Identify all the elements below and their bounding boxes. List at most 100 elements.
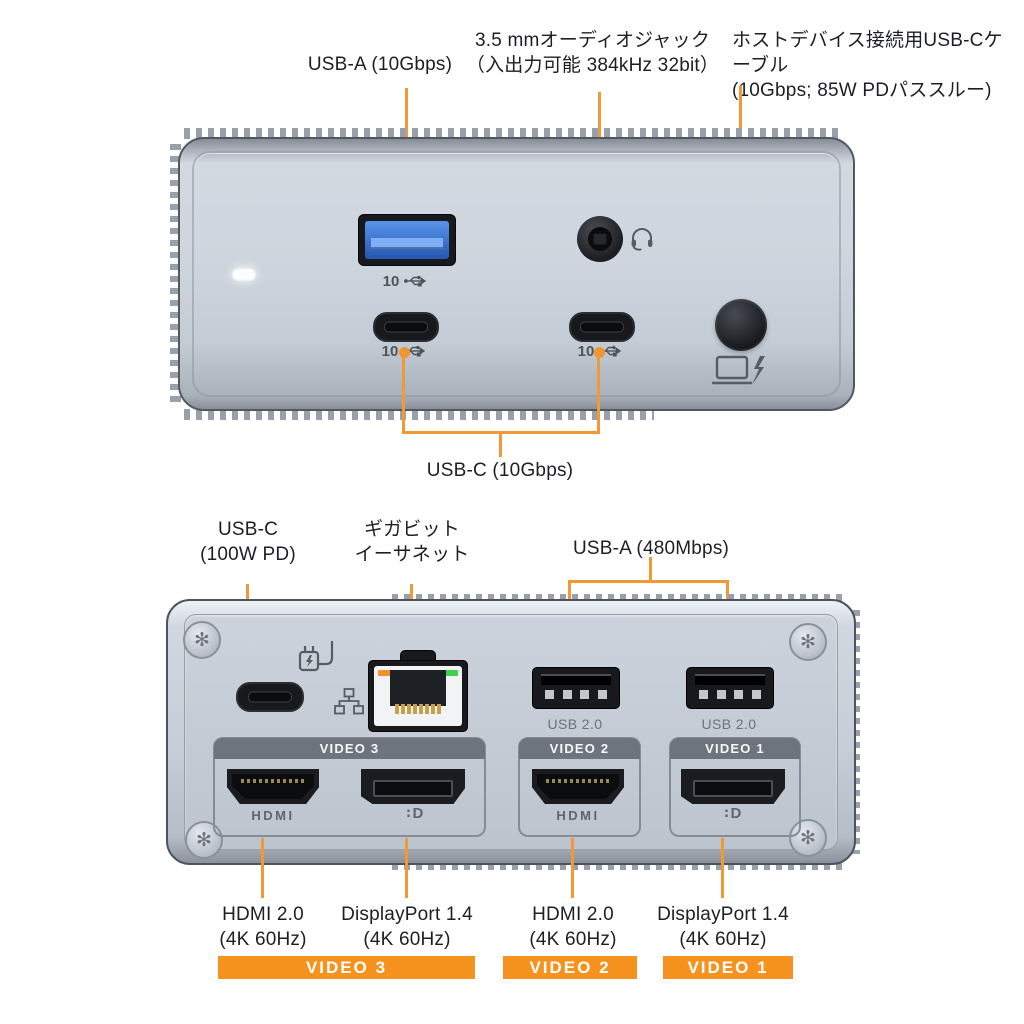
dock-front-body [178,137,855,411]
status-led [232,268,256,281]
usb-c-slot [247,691,293,703]
port-spec-line2: (4K 60Hz) [219,929,307,950]
usb-a-speed-mark: 10 [375,271,435,291]
dock-rear-body [166,599,856,865]
video-panel-1: VIDEO 1 ∶ D [669,737,801,837]
callout-host-cable: ホストデバイス接続用USB-Cケーブル (10Gbps; 85W PDパススルー… [732,28,1017,103]
leader-line-dp-video3 [405,838,408,898]
dp-recess [693,780,773,797]
callout-usb-a-rear: USB-A (480Mbps) [572,538,730,559]
usb-a-tongue [371,238,443,249]
torx-screw-top-right: ✻ [789,623,827,661]
host-cable-connector [715,299,767,351]
dp-logo-mark: ∶ [724,805,729,821]
dp-logo-letter: D [412,805,424,822]
callout-ethernet: ギガビット イーサネット [322,517,502,567]
port-spec-line2: (4K 60Hz) [363,929,451,950]
bracket-usb-a-horizontal [568,580,729,583]
callout-audio-line2: （入出力可能 384kHz 32bit） [465,55,720,76]
dock-front-view: 10 10 10 [170,128,858,420]
usb-a-port-rear-1 [532,667,620,709]
dp-port-video3 [361,769,465,804]
hdmi-recess [232,774,314,799]
dp-recess [373,780,453,797]
ethernet-connector-block [390,670,446,714]
hdmi-pins [241,779,305,783]
dp-logo-letter: D [730,805,742,822]
callout-ethernet-line1: ギガビット [363,519,460,540]
heatsink-teeth-bottom [184,409,654,420]
dp-logo: ∶ D [373,805,457,822]
ethernet-icon [334,688,364,716]
bracket-usb-c-stub [499,434,502,457]
dp-logo-mark: ∶ [406,805,411,821]
bracket-usb-c-horizontal [402,431,600,434]
hdmi-logo: HDMI [251,808,295,823]
port-spec-line2: (4K 60Hz) [529,929,617,950]
bracket-usb-a-stub [649,557,652,582]
callout-audio-jack: 3.5 mmオーディオジャック （入出力可能 384kHz 32bit） [460,28,725,78]
callout-usb-a-front: USB-A (10Gbps) [307,54,453,75]
banner-video1: VIDEO 1 [663,956,793,979]
usb-a-port-rear-2 [686,667,774,709]
port-spec-line1: DisplayPort 1.4 [341,904,473,925]
video-panel-1-title: VIDEO 1 [670,738,800,759]
usb-c-port-front-2 [569,312,635,342]
callout-dp-video1: DisplayPort 1.4 (4K 60Hz) [638,902,808,952]
hdmi-recess [537,774,619,799]
leader-line-hdmi-video2 [571,838,574,898]
callout-hdmi-video3: HDMI 2.0 (4K 60Hz) [178,902,348,952]
ethernet-led-green [445,670,458,676]
video-panel-3: VIDEO 3 HDMI ∶ D [213,737,486,837]
torx-screw-bottom-right: ✻ [789,819,827,857]
torx-screw-top-left: ✻ [183,621,221,659]
port-spec-line1: HDMI 2.0 [222,904,304,925]
usb-a-pins [545,690,607,699]
front-face-bevel [192,151,841,397]
ethernet-led-orange [378,670,391,676]
bracket-usb-c-left [402,352,405,433]
port-spec-line1: DisplayPort 1.4 [657,904,789,925]
heatsink-teeth-top [184,128,842,139]
speed-10-text: 10 [382,272,400,290]
callout-usb-c-rear-line2: (100W PD) [200,544,296,565]
usb-trident-icon [403,274,427,288]
usb-c-port-rear [236,682,304,712]
speed-10-text: 10 [381,342,399,360]
usb-c-speed-mark-2: 10 [570,341,630,361]
callout-usb-c-rear-line1: USB-C [217,519,279,540]
hdmi-logo: HDMI [556,808,600,823]
audio-jack-port [577,216,623,262]
speed-10-text: 10 [577,342,595,360]
jack-slot [593,233,607,245]
callout-hdmi-video2: HDMI 2.0 (4K 60Hz) [488,902,658,952]
usb-c-slot [384,321,428,333]
bracket-usb-c-right [597,352,600,433]
dock-rear-view: ✻ ✻ ✻ ✻ USB 2.0 USB 2.0 [166,594,860,870]
dp-port-video1 [681,769,785,804]
ethernet-pins [395,704,441,714]
callout-usb-c-rear: USB-C (100W PD) [158,517,338,567]
callout-dp-video3: DisplayPort 1.4 (4K 60Hz) [322,902,492,952]
usb-a-port-front [358,214,456,266]
headset-icon [629,225,655,251]
port-spec-line2: (4K 60Hz) [679,929,767,950]
hdmi-pins [546,779,610,783]
callout-host-line1: ホストデバイス接続用USB-Cケーブル [732,30,1003,76]
ethernet-port [368,660,468,732]
heatsink-teeth-left [170,144,181,402]
hdmi-port-video2 [532,769,624,804]
charging-icon [296,636,338,682]
callout-ethernet-line2: イーサネット [354,544,470,565]
usb-c-slot [580,321,624,333]
ethernet-inner [374,666,462,726]
banner-video2: VIDEO 2 [503,956,637,979]
usb-a-slot [541,674,611,685]
callout-audio-line1: 3.5 mmオーディオジャック [474,30,711,51]
laptop-bolt-icon [711,354,767,388]
rear-face-panel [184,614,838,850]
dp-logo: ∶ D [681,805,785,822]
callout-host-line2: (10Gbps; 85W PDパススルー) [732,80,992,101]
leader-line-dp-video1 [721,838,724,898]
